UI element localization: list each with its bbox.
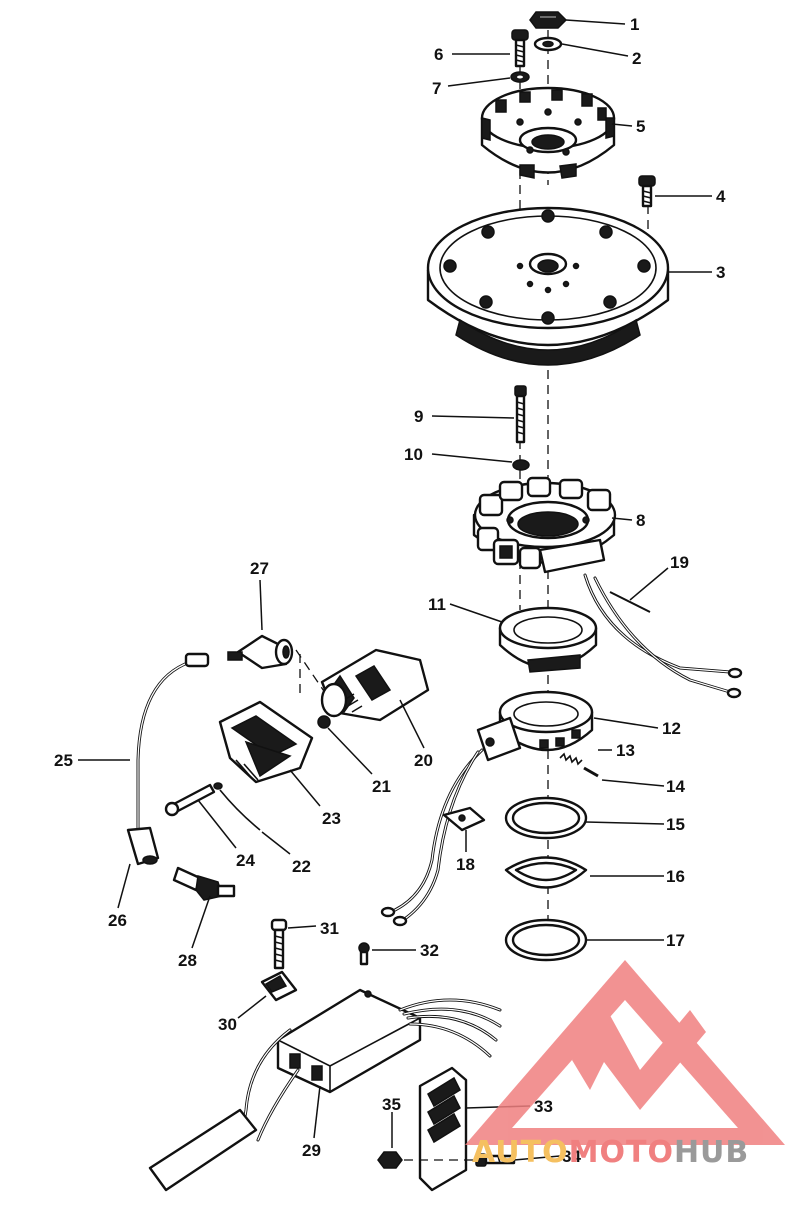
part-19-stator-leads (583, 573, 743, 699)
callout-31: 31 (320, 919, 339, 938)
part-24-bolt (164, 783, 216, 817)
callout-numbers: 1 2 3 4 5 6 7 8 9 10 11 12 13 14 15 16 1… (54, 15, 726, 1166)
callout-30: 30 (218, 1015, 237, 1034)
part-10-washer (512, 459, 530, 471)
callout-4: 4 (716, 187, 726, 206)
watermark-auto: AUTO (472, 1135, 569, 1170)
callout-16: 16 (666, 867, 685, 886)
part-1-flywheel-nut (529, 11, 568, 29)
part-2-washer (533, 36, 563, 52)
part-4-screw (638, 175, 656, 208)
part-7-lockwasher (510, 71, 530, 83)
callout-21: 21 (372, 777, 391, 796)
callout-1: 1 (630, 15, 639, 34)
callout-34: 34 (562, 1147, 581, 1166)
callout-11: 11 (428, 595, 446, 614)
part-27-spark-boot (227, 634, 294, 670)
part-22-ground-strap (213, 782, 261, 831)
callout-33: 33 (534, 1097, 553, 1116)
part-30-clamp (260, 970, 298, 1002)
watermark-text: AUTOMOTOHUB (472, 1135, 749, 1170)
part-23-coil-bracket (218, 700, 314, 784)
callout-5: 5 (636, 117, 645, 136)
callout-14: 14 (666, 777, 685, 796)
callout-19: 19 (670, 553, 689, 572)
callout-2: 2 (632, 49, 641, 68)
part-16-gasket (504, 856, 588, 889)
part-20-ignition-coil (320, 648, 430, 722)
callout-20: 20 (414, 751, 433, 770)
part-3-flywheel (426, 206, 670, 366)
callout-23: 23 (322, 809, 341, 828)
callout-26: 26 (108, 911, 127, 930)
part-28-spark-plug (172, 866, 236, 901)
part-13-spring (559, 752, 583, 766)
part-8-stator (472, 476, 617, 574)
part-18-clamp (442, 806, 486, 832)
callout-15: 15 (666, 815, 685, 834)
callout-leaders (78, 19, 712, 1161)
callout-24: 24 (236, 851, 255, 870)
part-5-flywheel-cup (480, 86, 616, 179)
callout-8: 8 (636, 511, 645, 530)
callout-35: 35 (382, 1095, 401, 1114)
part-6-screw (511, 29, 529, 68)
callout-25: 25 (54, 751, 73, 770)
part-31-screw (270, 918, 288, 970)
callout-18: 18 (456, 855, 475, 874)
callout-13: 13 (616, 741, 635, 760)
part-21-nut (317, 715, 331, 729)
callout-3: 3 (716, 263, 725, 282)
watermark-moto: MOTO (569, 1135, 674, 1170)
part-26-spark-plug-cap (126, 826, 160, 866)
part-14-pin (583, 766, 599, 778)
callout-29: 29 (302, 1141, 321, 1160)
callout-32: 32 (420, 941, 439, 960)
callout-7: 7 (432, 79, 441, 98)
part-29-switch-box (148, 988, 502, 1192)
part-12-trigger (380, 690, 594, 927)
callout-22: 22 (292, 857, 311, 876)
callout-6: 6 (434, 45, 443, 64)
part-17-ring (504, 918, 588, 962)
part-25-high-tension-lead (136, 652, 210, 832)
svg-text:AUTOMOTOHUB: AUTOMOTOHUB (472, 1135, 749, 1170)
callout-10: 10 (404, 445, 423, 464)
part-9-stator-screw (514, 385, 527, 444)
part-15-seal (504, 796, 588, 840)
callout-28: 28 (178, 951, 197, 970)
part-32-screw (358, 942, 370, 966)
callout-12: 12 (662, 719, 681, 738)
callout-27: 27 (250, 559, 269, 578)
watermark-hub: HUB (674, 1135, 749, 1170)
callout-17: 17 (666, 931, 685, 950)
callout-9: 9 (414, 407, 423, 426)
part-33-cover (418, 1066, 468, 1192)
part-35-nut (377, 1151, 403, 1169)
part-11-retainer-ring (498, 606, 598, 673)
watermark-logo (465, 960, 785, 1145)
